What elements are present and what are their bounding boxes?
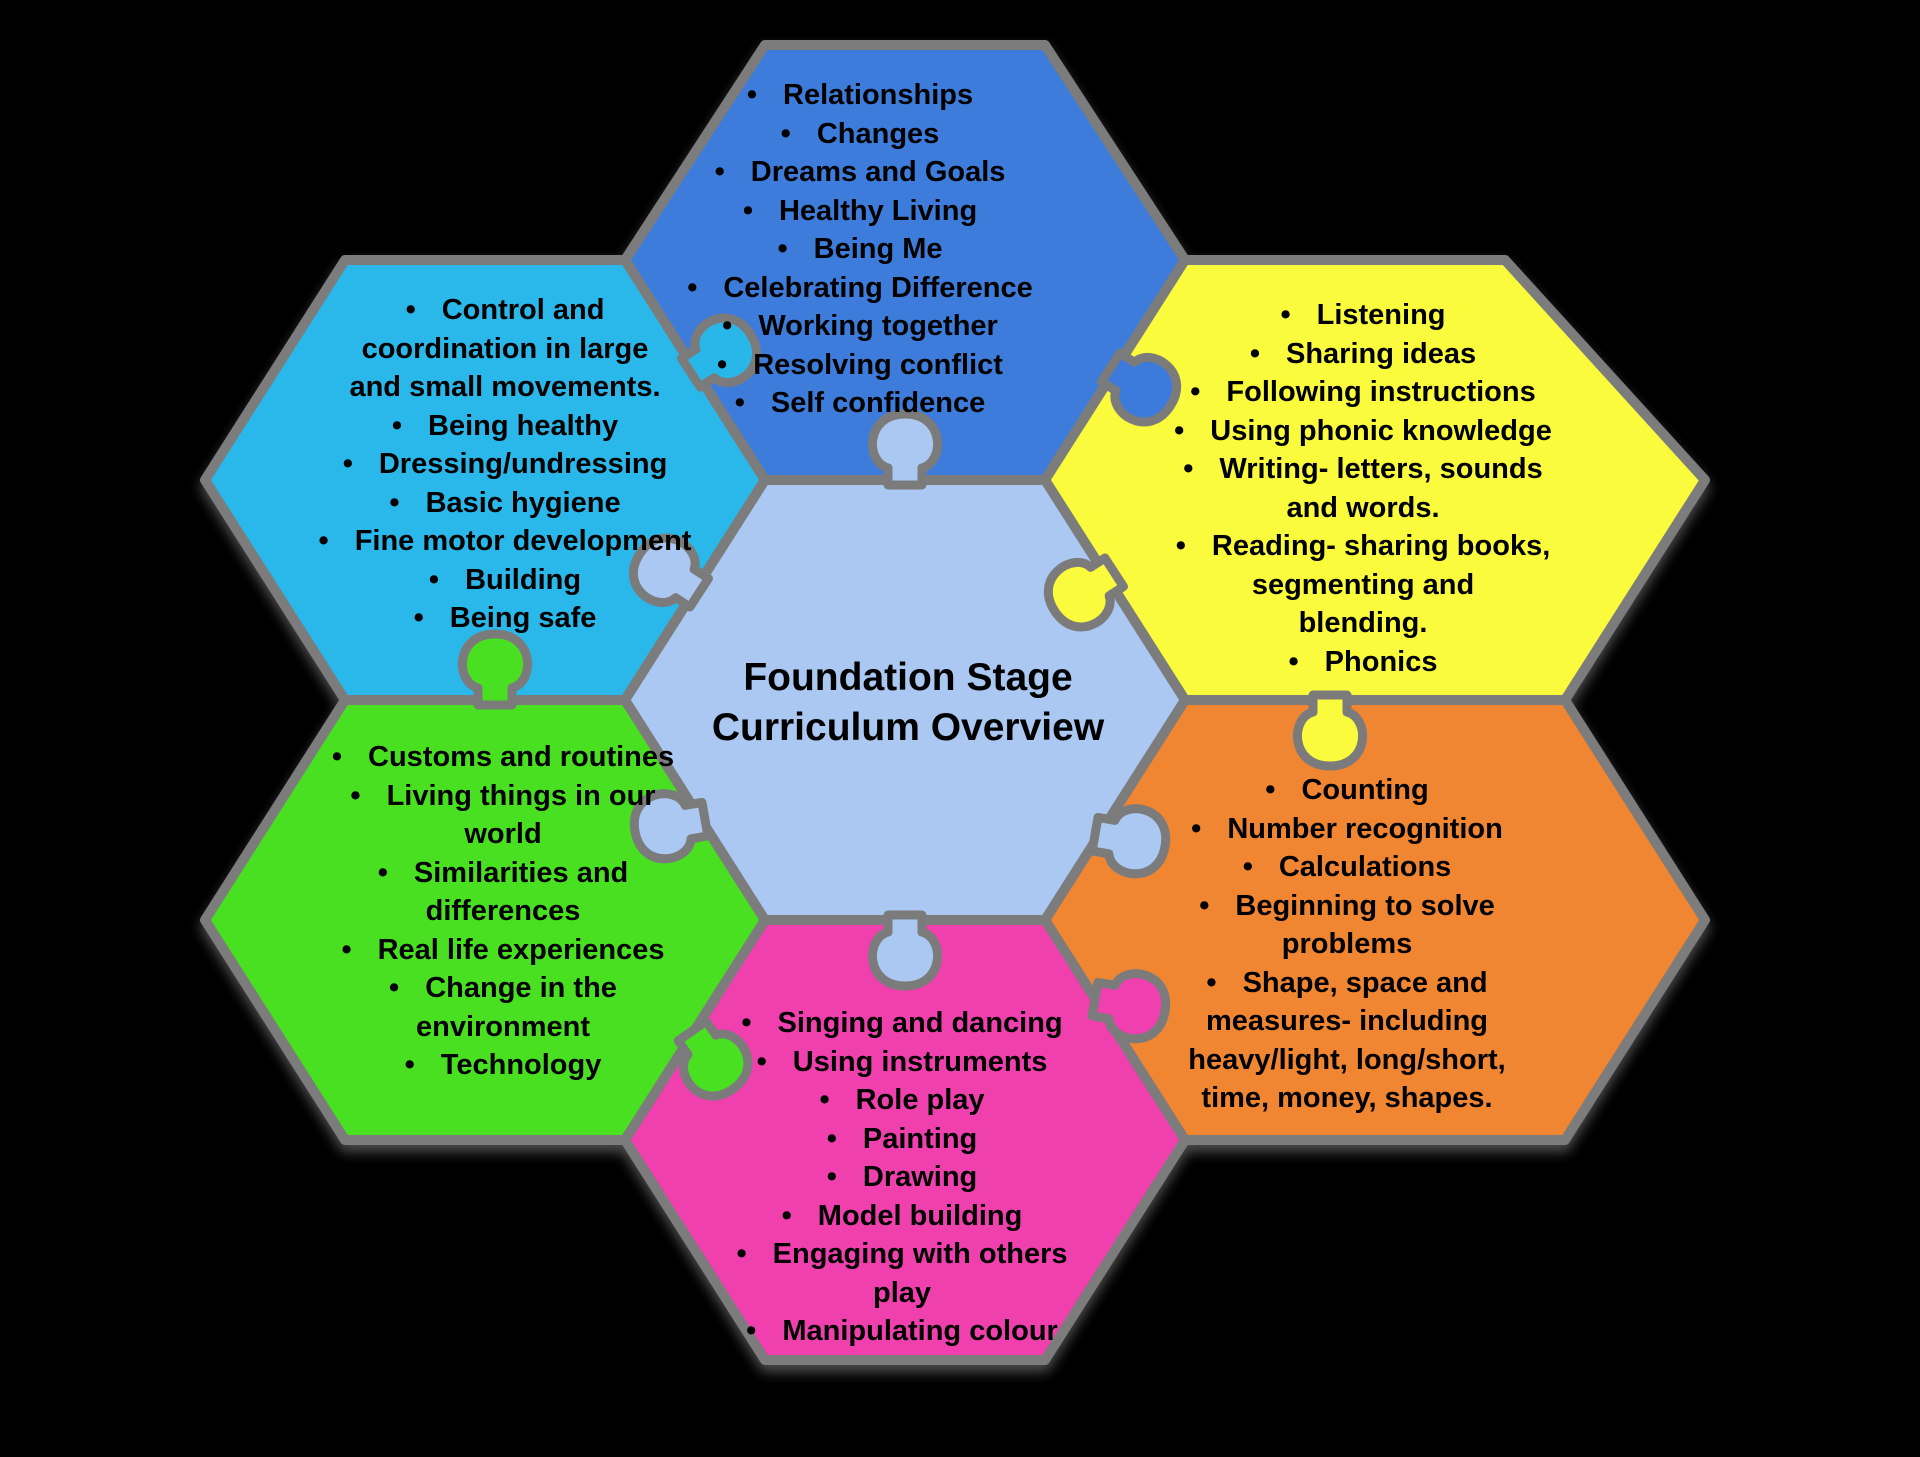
list-line: Relationships: [620, 76, 1100, 115]
list-line: Being safe: [265, 599, 745, 638]
list-line: Engaging with others: [662, 1235, 1142, 1274]
list-line: measures- including: [1205, 1005, 1488, 1037]
list-line: Shape, space and: [1097, 964, 1597, 1003]
list-line: Self confidence: [620, 384, 1100, 423]
piece-text-bottom-right: Counting Number recognition Calculations…: [1097, 771, 1597, 1118]
list-line: Building: [265, 561, 745, 600]
list-line: world: [464, 818, 542, 850]
title-line-2: Curriculum Overview: [711, 706, 1105, 749]
list-line: blending.: [1298, 607, 1428, 639]
list-line: Customs and routines: [263, 738, 743, 777]
list-line: and words.: [1286, 491, 1440, 524]
list-line: Sharing ideas: [1123, 335, 1603, 374]
list-line: segmenting and: [1251, 568, 1475, 601]
list-line: Number recognition: [1097, 810, 1597, 849]
foundation-stage-title: Foundation Stage Curriculum Overview: [648, 653, 1168, 753]
list-line: differences: [425, 895, 581, 927]
list-line: Being Me: [620, 230, 1100, 269]
list-line: Using instruments: [662, 1043, 1142, 1082]
list-line: Phonics: [1123, 643, 1603, 682]
knob-center-into-pink: [867, 910, 943, 991]
list-line: Painting: [662, 1120, 1142, 1159]
list-line: Reading- sharing books,: [1123, 527, 1603, 566]
list-line: Similarities and: [263, 854, 743, 893]
list-line: and small movements.: [349, 371, 661, 403]
piece-text-top-right: Listening Sharing ideas Following instru…: [1123, 296, 1603, 681]
piece-text-top: Relationships Changes Dreams and Goals H…: [620, 76, 1100, 423]
list-line: Dressing/undressing: [265, 445, 745, 484]
list-line: environment: [415, 1010, 591, 1043]
list-line: Being healthy: [265, 407, 745, 446]
knob-yellow-into-center: [1043, 553, 1128, 632]
list-line: problems: [1281, 928, 1413, 960]
list-line: Working together: [620, 307, 1100, 346]
knob-yellow-into-orange: [1292, 690, 1368, 771]
list-line: play: [872, 1276, 932, 1309]
piece-text-bottom-left: Customs and routines Living things in ou…: [263, 738, 743, 1085]
list-line: coordination in large: [361, 332, 649, 365]
list-line: Resolving conflict: [620, 346, 1100, 385]
list-line: Counting: [1097, 771, 1597, 810]
list-line: Fine motor development: [265, 522, 745, 561]
list-line: Technology: [263, 1046, 743, 1085]
list-line: Calculations: [1097, 848, 1597, 887]
piece-text-bottom: Singing and dancing Using instruments Ro…: [662, 1004, 1142, 1351]
list-line: Healthy Living: [620, 192, 1100, 231]
list-line: Living things in our: [263, 777, 743, 816]
list-line: Change in the: [263, 969, 743, 1008]
list-line: heavy/light, long/short,: [1188, 1043, 1506, 1076]
list-line: Basic hygiene: [265, 484, 745, 523]
list-line: Listening: [1123, 296, 1603, 335]
list-line: Writing- letters, sounds: [1123, 450, 1603, 489]
list-line: Using phonic knowledge: [1123, 412, 1603, 451]
list-line: Manipulating colour: [662, 1312, 1142, 1351]
list-line: Beginning to solve: [1097, 887, 1597, 926]
list-line: Role play: [662, 1081, 1142, 1120]
list-line: time, money, shapes.: [1201, 1082, 1493, 1114]
list-line: Changes: [620, 115, 1100, 154]
list-line: Singing and dancing: [662, 1004, 1142, 1043]
list-line: Real life experiences: [263, 931, 743, 970]
list-line: Following instructions: [1123, 373, 1603, 412]
list-line: Dreams and Goals: [620, 153, 1100, 192]
piece-text-top-left: Control and coordination in large and sm…: [265, 291, 745, 638]
list-line: Drawing: [662, 1158, 1142, 1197]
list-line: Model building: [662, 1197, 1142, 1236]
list-line: Celebrating Difference: [620, 269, 1100, 308]
title-line-1: Foundation Stage: [743, 656, 1073, 699]
list-line: Control and: [265, 291, 745, 330]
